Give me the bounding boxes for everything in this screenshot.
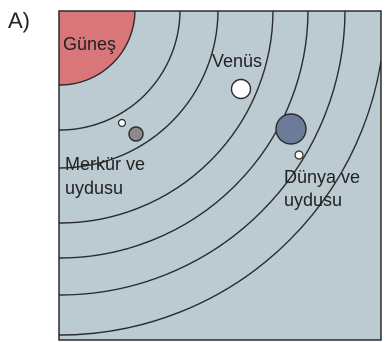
earth-icon — [275, 113, 307, 145]
mercury-label-line1: Merkür ve — [65, 154, 145, 174]
earth-moon-icon — [294, 150, 304, 160]
mercury-icon — [128, 126, 144, 142]
orbit-ring — [59, 55, 381, 336]
sun-label: Güneş — [63, 34, 116, 54]
orbit-ring — [59, 11, 309, 259]
mercury-moon-icon — [117, 118, 127, 128]
sun-icon — [59, 11, 136, 86]
earth-label-line1: Dünya ve — [284, 167, 360, 187]
venus-icon — [230, 78, 252, 100]
earth-label-line2: uydusu — [284, 190, 342, 210]
mercury-label-line2: uydusu — [65, 178, 123, 198]
diagram-background — [59, 11, 381, 340]
question-tag: A) — [8, 8, 30, 33]
orbit-ring — [59, 11, 274, 224]
orbits — [59, 11, 381, 336]
diagram-frame — [58, 10, 382, 341]
orbit-ring — [59, 11, 346, 296]
venus-label: Venüs — [212, 51, 262, 71]
orbit-ring — [59, 11, 219, 169]
orbit-ring — [59, 11, 181, 131]
